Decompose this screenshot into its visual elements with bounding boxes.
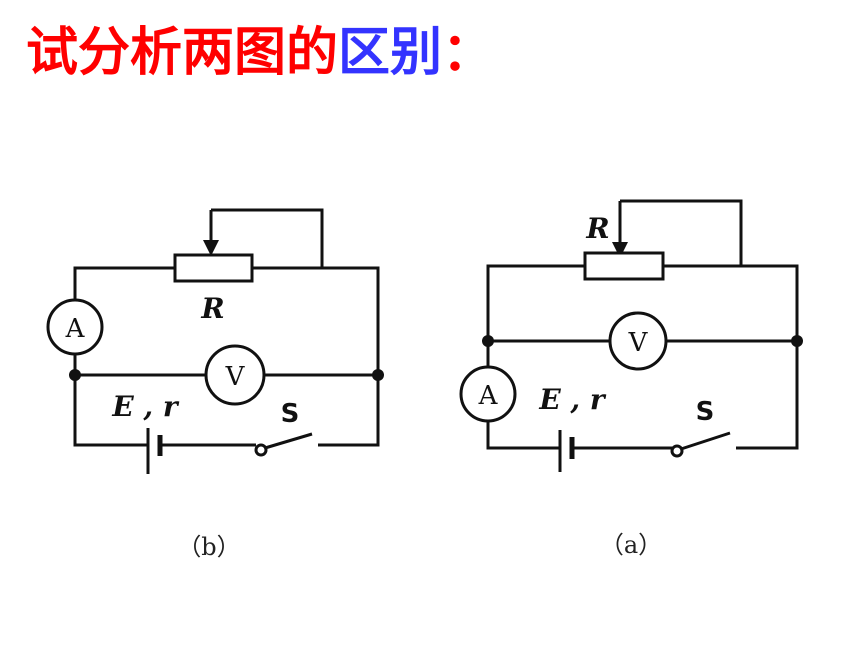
circuit-a-voltmeter-symbol: V: [628, 328, 649, 358]
circuit-b-junction-right: [372, 369, 384, 381]
circuit-b-wires: [73, 208, 380, 447]
circuit-b-resistor-label: R: [200, 292, 224, 325]
circuit-a-switch-pivot: [670, 444, 684, 458]
circuit-a-caption: （a）: [600, 531, 662, 559]
circuit-b-switch-blade: [264, 432, 313, 450]
circuit-b-source-label: E , r: [111, 390, 180, 423]
circuit-b-voltmeter-symbol: V: [225, 362, 246, 392]
circuit-a-ammeter: [459, 365, 517, 423]
title-colon: ：: [442, 22, 495, 83]
circuit-b-caption: （b）: [177, 533, 240, 561]
circuit-b-switch-pivot: [254, 443, 268, 457]
circuit-b-rheostat-arrow: [203, 240, 219, 256]
circuit-b-switch-label: S: [281, 399, 300, 429]
circuit-a-rheostat-arrow: [612, 242, 628, 258]
circuit-b-junction-left: [69, 369, 81, 381]
circuit-b-resistor: [173, 253, 254, 283]
circuit-a-switch-blade: [680, 431, 731, 451]
title: 试分析两图的区别：: [26, 22, 494, 84]
circuit-a-switch-label: S: [696, 397, 715, 427]
circuit-b-ammeter: [46, 298, 104, 356]
circuit-a-wires: [486, 199, 799, 450]
circuit-a-voltmeter: [608, 311, 668, 371]
title-highlight: 区别: [338, 22, 443, 83]
circuit-a-ammeter-symbol: A: [478, 381, 499, 411]
circuit-b-ammeter-symbol: A: [65, 314, 86, 344]
circuit-b-voltmeter: [204, 344, 266, 406]
circuit-a-source-label: E , r: [538, 383, 607, 416]
circuit-a-resistor-label: R: [585, 212, 609, 245]
circuit-a-resistor: [583, 251, 665, 281]
title-main: 试分析两图的: [26, 22, 339, 83]
circuit-a: R V A E , r S （a）: [459, 199, 803, 559]
circuit-b: R A V E , r S （b）: [46, 208, 384, 561]
circuit-a-junction-right: [791, 335, 803, 347]
circuit-a-junction-left: [482, 335, 494, 347]
